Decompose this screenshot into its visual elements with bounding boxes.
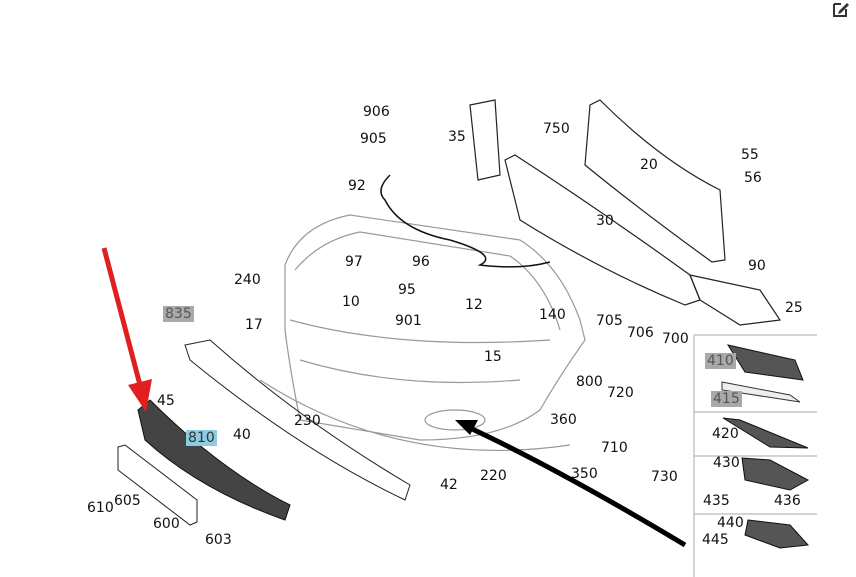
part-label: 96 [412,254,430,270]
part-label: 603 [205,532,232,548]
part-label: 220 [480,468,507,484]
part-label: 230 [294,413,321,429]
panel-label: 430 [713,455,740,471]
panel-label: 435 [703,493,730,509]
part-label: 730 [651,469,678,485]
part-label: 15 [484,349,502,365]
part-label: 800 [576,374,603,390]
panel-label: 440 [717,515,744,531]
part-label: 720 [607,385,634,401]
edit-icon[interactable] [832,0,850,18]
part-label: 30 [596,213,614,229]
part-label: 45 [157,393,175,409]
part-label: 901 [395,313,422,329]
part-label: 35 [448,129,466,145]
lower-grille [137,399,291,521]
part-label: 95 [398,282,416,298]
grille-options-panel [693,334,817,577]
part-label: 140 [539,307,566,323]
panel-label: 445 [702,532,729,548]
part-label: 710 [601,440,628,456]
part-label: 240 [234,272,261,288]
part-label: 12 [465,297,483,313]
black-arrow [455,420,687,548]
trim-strip [721,381,801,403]
part-label: 56 [744,170,762,186]
license-plate-holder [117,444,198,526]
wiring-harness [380,174,551,268]
part-label: 700 [662,331,689,347]
part-label: 706 [627,325,654,341]
part-label: 750 [543,121,570,137]
part-label: 97 [345,254,363,270]
part-label: 17 [245,317,263,333]
part-label: 40 [233,427,251,443]
part-label-highlighted: 835 [163,306,194,322]
part-label: 42 [440,477,458,493]
part-label: 92 [348,178,366,194]
grille-variants [722,344,810,549]
part-label: 600 [153,516,180,532]
part-label: 90 [748,258,766,274]
part-label: 605 [114,493,141,509]
part-label: 705 [596,313,623,329]
part-label: 350 [571,466,598,482]
part-label: 905 [360,131,387,147]
part-label: 25 [785,300,803,316]
panel-label-highlighted: 415 [711,391,742,407]
panel-label-highlighted: 410 [705,353,736,369]
part-label-selected: 810 [186,430,217,446]
part-label: 906 [363,104,390,120]
part-label: 20 [640,157,658,173]
panel-label: 420 [712,426,739,442]
part-label: 10 [342,294,360,310]
impact-beams [469,99,782,326]
part-label: 55 [741,147,759,163]
panel-label: 436 [774,493,801,509]
spoiler [184,339,411,501]
part-label: 360 [550,412,577,428]
red-arrow [101,247,152,412]
part-label: 610 [87,500,114,516]
